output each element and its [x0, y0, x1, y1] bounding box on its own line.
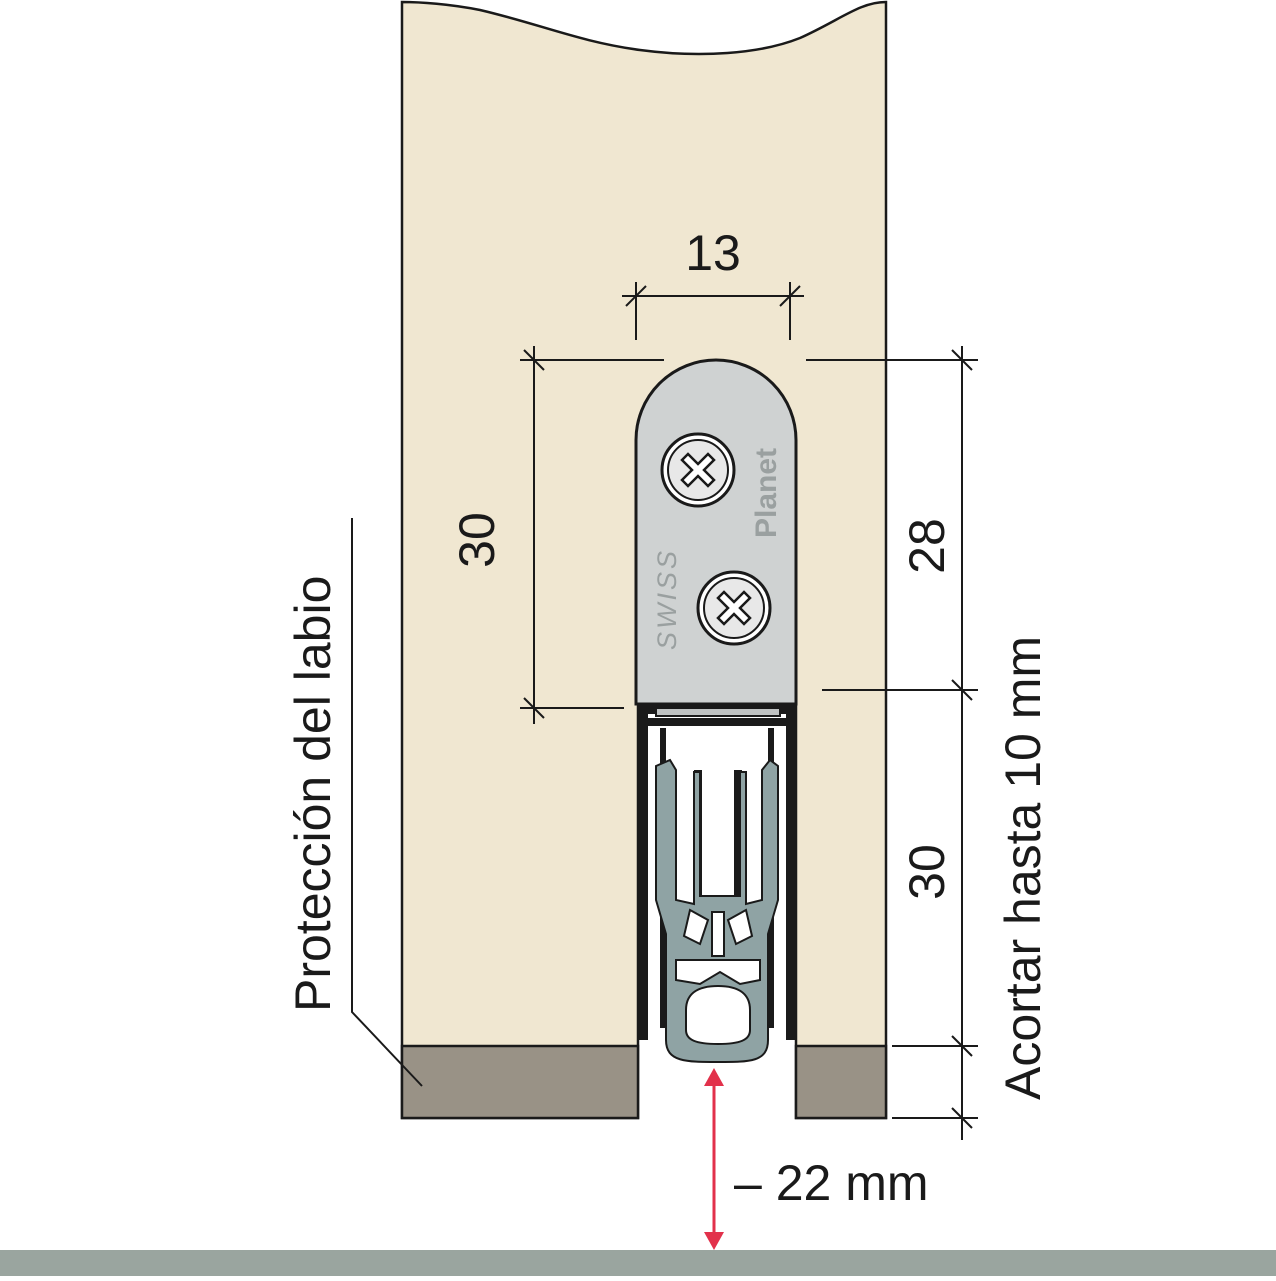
lip-protection-label: Protección del labio	[285, 576, 341, 1012]
gap-arrow	[704, 1068, 724, 1250]
screw-head-icon	[660, 432, 736, 508]
brand-origin: SWISS	[652, 548, 682, 650]
seal-gasket	[655, 758, 779, 1063]
dimension-height-right-lower-label: 30	[899, 844, 955, 900]
dimension-width-label: 13	[685, 225, 741, 281]
brand-name: Planet	[750, 448, 783, 538]
gap-dimension-label: – 22 mm	[734, 1155, 929, 1211]
dimension-height-left	[520, 346, 664, 724]
lip-protection-right	[794, 1044, 888, 1120]
lip-protection-leader	[351, 518, 423, 1087]
dimension-height-left-label: 30	[449, 512, 505, 568]
dimension-height-right-upper-label: 28	[899, 518, 955, 574]
shorten-note: Acortar hasta 10 mm	[995, 636, 1051, 1100]
floor	[0, 1250, 1276, 1276]
screw-head-icon	[696, 570, 772, 646]
dimension-height-right	[806, 346, 978, 1140]
dimension-width	[622, 282, 804, 340]
lip-protection-left	[400, 1044, 640, 1120]
